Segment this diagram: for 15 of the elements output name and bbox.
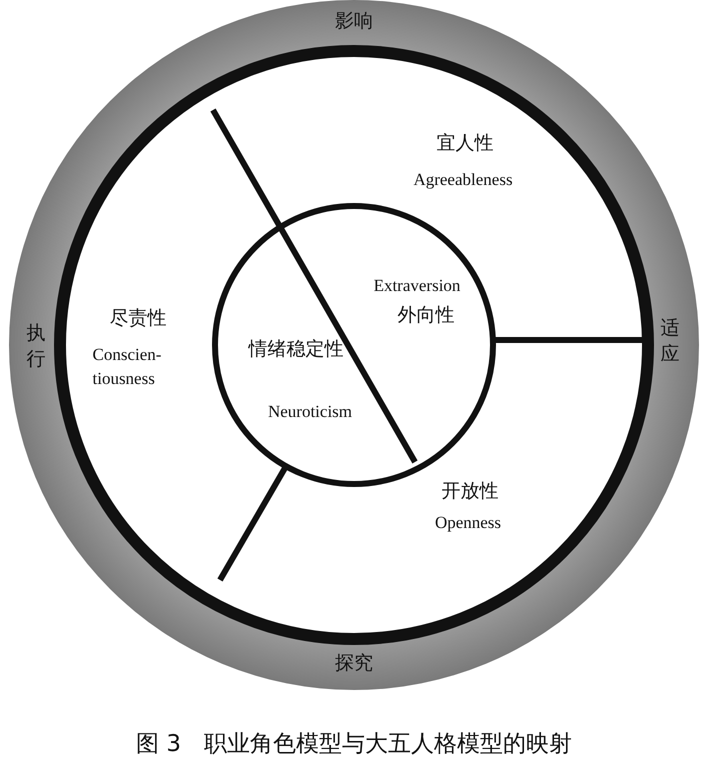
trait-name-english: Neuroticism (268, 402, 352, 422)
trait-name: 外向性 (398, 303, 454, 328)
trait-name: 尽责性 (110, 306, 166, 331)
trait-name-english: Conscien- tiousness (92, 344, 162, 390)
figure-caption: 图 3 职业角色模型与大五人格模型的映射 (135, 730, 573, 759)
trait-name-english: Openness (434, 513, 502, 533)
trait-name-english: Extraversion (374, 276, 460, 296)
ring-label: 影响 (335, 9, 373, 34)
ring-label: 适应 (660, 316, 681, 367)
trait-name: 开放性 (442, 479, 498, 504)
trait-name-english: Agreeableness (413, 170, 513, 190)
ring-label: 探究 (335, 651, 373, 676)
trait-name: 情绪稳定性 (248, 337, 344, 362)
trait-name: 宜人性 (436, 131, 494, 156)
ring-label: 执行 (26, 321, 47, 372)
